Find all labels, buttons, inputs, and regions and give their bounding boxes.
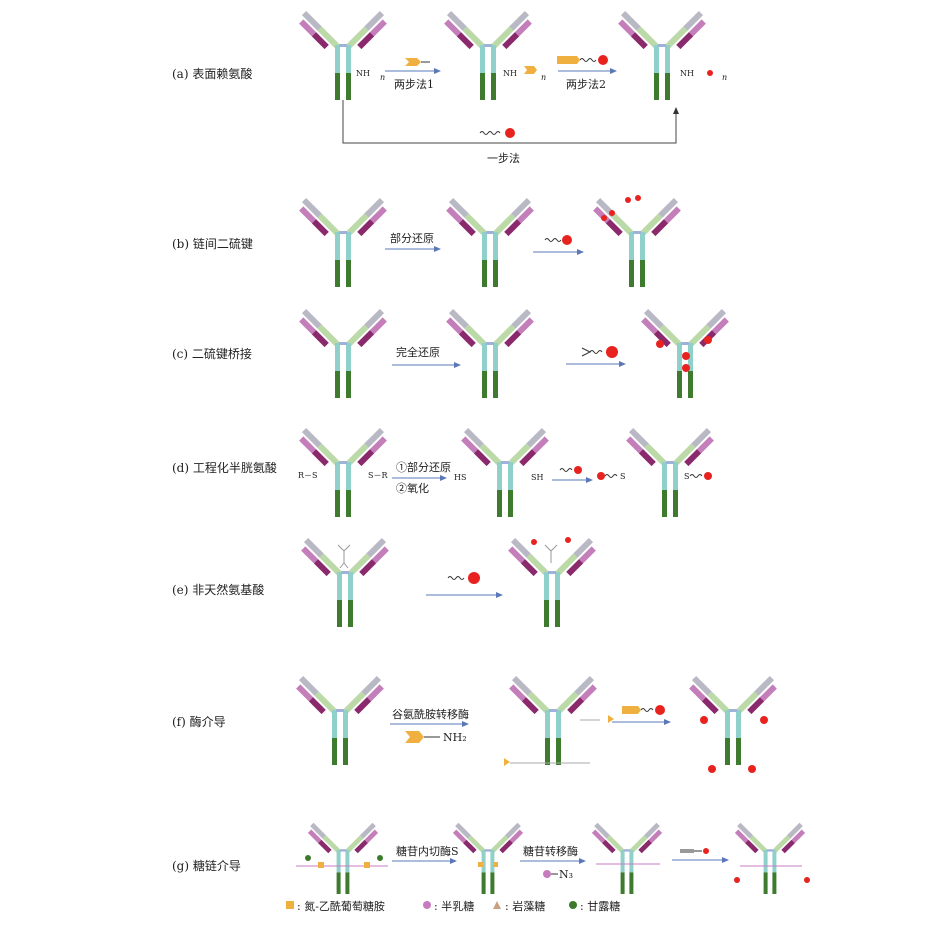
antibody-icon (734, 822, 806, 894)
antibody-icon (444, 10, 532, 100)
antibody-icon (461, 427, 549, 517)
antibody-icon (591, 822, 663, 894)
linker-icon (557, 56, 580, 64)
step-label: 两步法2 (566, 77, 606, 91)
legend-item: : 岩藻糖 (505, 899, 545, 913)
panel-g-label: (g) 糖链介导 (172, 858, 241, 873)
nh-label: NH (356, 69, 370, 78)
antibody-icon (509, 675, 597, 765)
step-label: 糖苷内切酶S (396, 844, 459, 858)
legend: : 氮-乙酰葡萄糖胺 : 半乳糖 : 岩藻糖 : 甘露糖 (286, 899, 620, 913)
step-label: 完全还原 (396, 345, 440, 359)
azide-label: N₃ (559, 868, 573, 881)
step-label: 两步法1 (394, 77, 434, 91)
nh-label: NH (680, 69, 694, 78)
panel-c-annotations: 完全还原 (392, 336, 712, 372)
payload-icon (606, 346, 618, 358)
n-label: n (541, 73, 546, 82)
antibody-icon (618, 10, 706, 100)
antibody-icon (689, 675, 777, 765)
fucose-icon (493, 901, 501, 909)
antibody-icon (446, 197, 534, 287)
step-label: ①部分还原 (396, 460, 451, 474)
glcnac-icon (286, 901, 294, 909)
payload-icon (505, 128, 515, 138)
antibody-icon (296, 675, 384, 765)
antibody-icon (307, 822, 379, 894)
step-label: ②氧化 (396, 481, 429, 495)
payload-icon (468, 572, 480, 584)
n-label: n (380, 73, 385, 82)
antibody-icon (446, 308, 534, 398)
amine-label: NH₂ (443, 731, 467, 744)
panel-e-annotations (337, 537, 571, 598)
panel-d-annotations: R－S S－R ①部分还原 ②氧化 HS SH S S (298, 460, 712, 495)
antibody-icon (299, 197, 387, 287)
antibody-icon (452, 822, 524, 894)
antibodies (296, 10, 806, 894)
nh-label: NH (503, 69, 517, 78)
step-label: 糖苷转移酶 (523, 844, 578, 858)
antibody-icon (301, 537, 389, 627)
antibody-icon (641, 308, 729, 398)
chem-label: S－R (368, 471, 388, 480)
panel-a-label: (a) 表面赖氨酸 (172, 66, 252, 81)
panel-f-label: (f) 酶介导 (172, 714, 226, 729)
chem-label: S (620, 472, 625, 481)
legend-item: : 甘露糖 (580, 899, 620, 913)
panel-c-label: (c) 二硫键桥接 (172, 346, 252, 361)
mannose-icon (569, 901, 577, 909)
antibody-icon (299, 10, 387, 100)
step-label: 谷氨酰胺转移酶 (392, 707, 469, 721)
arrow-one-step (342, 100, 679, 144)
legend-item: : 氮-乙酰葡萄糖胺 (297, 899, 385, 913)
panel-b-annotations: 部分还原 (385, 195, 641, 255)
linker-icon (405, 731, 424, 743)
panel-f-annotations: 谷氨酰胺转移酶 NH₂ (390, 705, 768, 773)
panel-e-label: (e) 非天然氨基酸 (172, 582, 264, 597)
step-label: 一步法 (487, 151, 520, 165)
payload-icon (574, 466, 582, 474)
n-label: n (722, 73, 727, 82)
antibody-icon (299, 308, 387, 398)
chem-label: SH (531, 473, 543, 482)
panel-g-annotations: 糖苷内切酶S 糖苷转移酶 N₃ (296, 844, 810, 883)
payload-icon (598, 55, 608, 65)
panel-b-label: (b) 链间二硫键 (172, 236, 253, 251)
antibody-icon (299, 427, 387, 517)
antibody-icon (593, 197, 681, 287)
chem-label: HS (454, 473, 466, 482)
linker-icon (524, 66, 537, 74)
payload-icon (562, 235, 572, 245)
panel-d-label: (d) 工程化半胱氨酸 (172, 460, 277, 475)
antibody-icon (508, 537, 596, 627)
chem-label: R－S (298, 471, 318, 480)
galactose-icon (423, 901, 431, 909)
panel-a-annotations: NH n 两步法1 NH n 两步法2 NH n 一步法 (342, 55, 727, 165)
linker-icon (405, 58, 421, 66)
chem-label: S (684, 472, 689, 481)
legend-item: : 半乳糖 (434, 899, 474, 913)
antibody-icon (626, 427, 714, 517)
step-label: 部分还原 (390, 231, 434, 245)
